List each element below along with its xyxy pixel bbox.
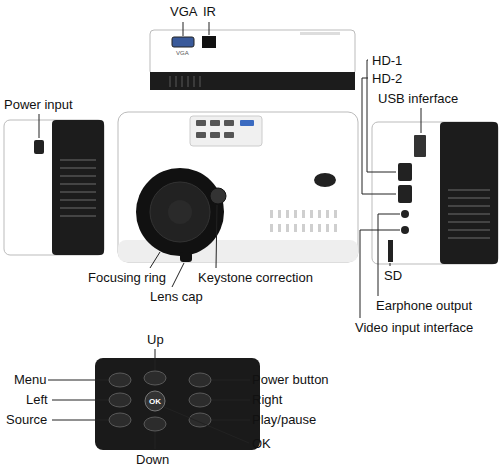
part-label: VGA xyxy=(176,50,189,57)
leader-lines xyxy=(39,22,421,449)
part-label: Earphone output xyxy=(376,298,472,313)
part-label: HD-1 xyxy=(372,53,402,68)
front-view xyxy=(118,112,358,262)
part-label: Down xyxy=(136,452,169,467)
part-label: Play/pause xyxy=(252,412,316,427)
part-label: HD-2 xyxy=(372,71,402,86)
part-label: Power input xyxy=(4,97,73,112)
part-label: Source xyxy=(6,412,47,427)
part-label: OK xyxy=(252,436,271,451)
button-label: OK xyxy=(149,397,161,406)
top-view xyxy=(150,30,355,90)
part-label: Keystone correction xyxy=(198,270,313,285)
part-label: Power button xyxy=(252,372,329,387)
part-label: SD xyxy=(384,268,402,283)
part-label: USB inferface xyxy=(378,91,458,106)
part-label: Focusing ring xyxy=(88,270,166,285)
part-label: Lens cap xyxy=(150,289,203,304)
part-label: Video input interface xyxy=(355,320,473,335)
part-label: IR xyxy=(203,4,216,19)
part-label: Left xyxy=(26,392,48,407)
left-side-view xyxy=(4,120,104,255)
part-label: Menu xyxy=(14,372,47,387)
button-panel xyxy=(95,358,260,450)
part-label: Up xyxy=(147,332,164,347)
right-side-view xyxy=(372,122,498,264)
part-label: VGA xyxy=(170,4,197,19)
part-label: Right xyxy=(252,392,282,407)
